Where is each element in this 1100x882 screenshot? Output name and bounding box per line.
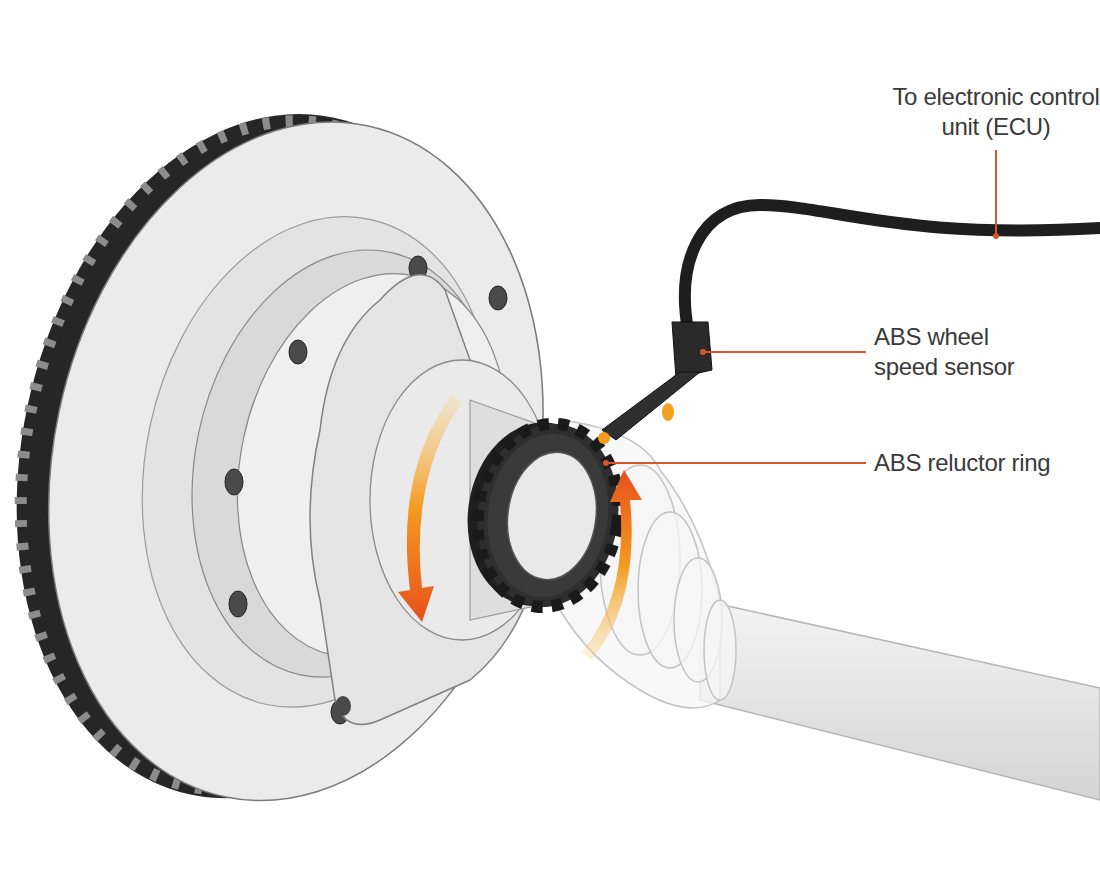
lug-hole xyxy=(335,696,351,716)
lug-hole xyxy=(489,286,507,310)
part-label: ABS reluctor ring xyxy=(874,448,1100,478)
lug-hole xyxy=(289,340,307,364)
leader-lines xyxy=(606,150,996,463)
ring-teeth xyxy=(466,415,630,617)
part-label: To electronic control unit (ECU) xyxy=(888,82,1100,142)
leader-dot xyxy=(993,233,999,239)
sensor-cable xyxy=(685,205,1100,330)
leader-line xyxy=(606,462,866,464)
leader-line xyxy=(995,150,997,236)
leader-dot xyxy=(603,460,609,466)
sensor-tip xyxy=(598,432,610,444)
part-label: ABS wheel speed sensor xyxy=(874,322,1034,382)
sensor-body xyxy=(602,372,700,440)
lug-hole xyxy=(229,591,247,617)
rotation-arrow xyxy=(582,470,642,660)
boot-fold xyxy=(704,600,736,700)
rotation-arrow xyxy=(398,395,462,622)
leader-dot xyxy=(700,349,706,355)
axle-shaft xyxy=(700,600,1100,800)
wheel-speed-sensor xyxy=(598,322,712,444)
sensor-head xyxy=(672,322,712,378)
lug-hole xyxy=(225,469,243,495)
sensor-mount xyxy=(662,403,674,421)
ring-bore xyxy=(499,446,604,585)
ring-face xyxy=(477,426,619,605)
reluctor-ring xyxy=(456,413,630,616)
leader-line xyxy=(703,351,866,353)
